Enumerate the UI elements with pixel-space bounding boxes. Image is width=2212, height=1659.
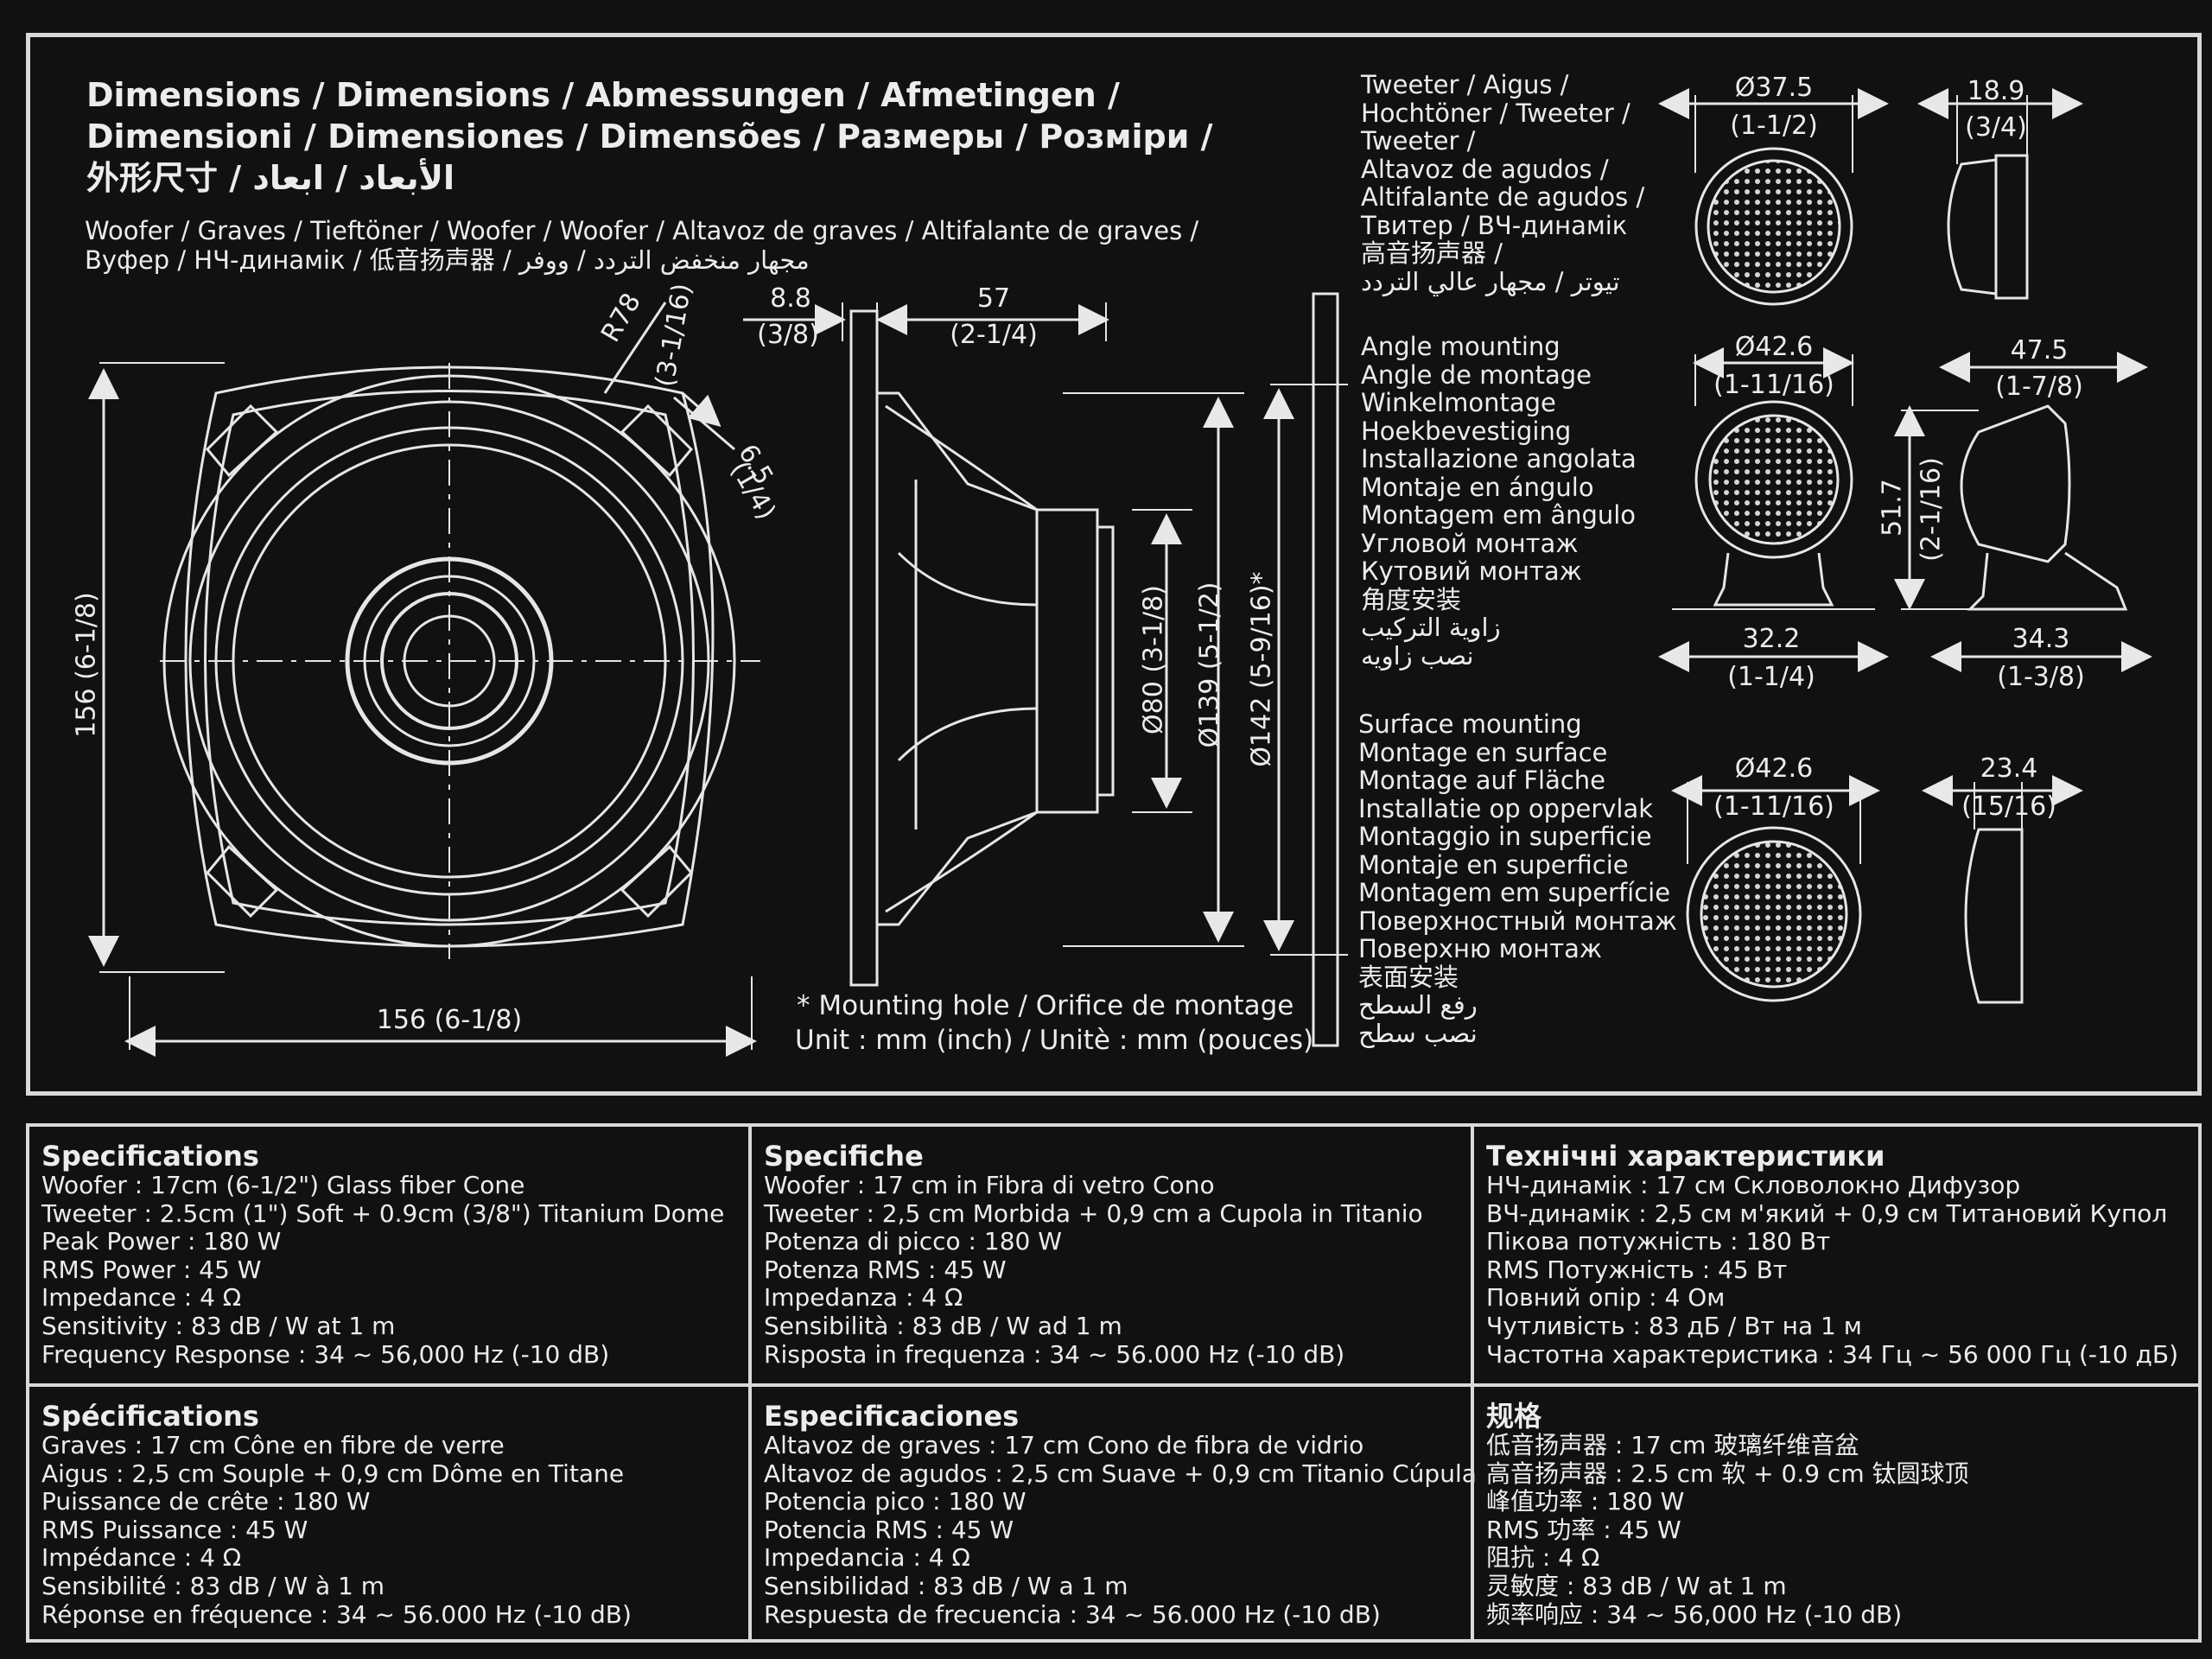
surface-diameter-inch-label: (1-11/16) [1713, 791, 1834, 822]
dimensions-heading-line3: 外形尺寸 / الأبعاد / ابعاد [86, 159, 455, 197]
angle-base-side-label: 34.3 [2012, 624, 2070, 654]
angle-base-front-label: 32.2 [1742, 624, 1801, 654]
angle-mount-side-view [1960, 404, 2071, 563]
angle-base-front-inch-label: (1-1/4) [1727, 662, 1815, 692]
angle-diameter-label: Ø42.6 [1734, 332, 1814, 362]
spec-title: 规格 [1486, 1400, 1542, 1433]
angle-width-label: 47.5 [2010, 335, 2069, 365]
woofer-technical-drawing [88, 292, 1348, 1057]
spec-cell-chinese: 规格 低音扬声器 : 17 cm 玻璃纤维音盆 高音扬声器 : 2.5 cm 软… [1471, 1383, 2202, 1643]
woofer-front-basket [184, 365, 715, 948]
unit-note: Unit : mm (inch) / Unitè : mm (pouces) [795, 1025, 1314, 1056]
woofer-side-view [743, 292, 1348, 1047]
tweeter-front-view [1694, 147, 1853, 306]
depth-88-inch-label: (3/8) [757, 320, 819, 350]
surface-depth-label: 23.4 [1980, 753, 2038, 784]
spec-cell-french: Spécifications Graves : 17 cm Cône en fi… [26, 1383, 752, 1643]
woofer-label-line1: Woofer / Graves / Tieftöner / Woofer / W… [85, 216, 1199, 245]
depth-57-inch-label: (2-1/4) [950, 320, 1038, 350]
surface-depth-inch-label: (15/16) [1961, 791, 2056, 822]
spec-title: Specifiche [764, 1140, 924, 1173]
surface-mount-labels: Surface mounting Montage en surface Mont… [1358, 709, 1677, 1048]
tweeter-labels: Tweeter / Aigus / Hochtöner / Tweeter / … [1361, 70, 1645, 296]
woofer-width-label: 156 (6-1/8) [376, 1005, 523, 1035]
angle-mount-front-view [1694, 400, 1853, 559]
angle-diameter-inch-label: (1-11/16) [1713, 370, 1834, 400]
tweeter-technical-drawings [1658, 88, 2152, 1004]
spec-cell-spanish: Especificaciones Altavoz de graves : 17 … [748, 1383, 1477, 1643]
spec-title: Технічні характеристики [1486, 1140, 1885, 1173]
depth-88-label: 8.8 [770, 283, 811, 314]
tweeter-depth-inch-label: (3/4) [1965, 112, 2027, 143]
spec-cell-ukrainian: Технічні характеристики НЧ-динамік : 17 … [1471, 1123, 2202, 1387]
dimensions-heading-line1: Dimensions / Dimensions / Abmessungen / … [86, 76, 1120, 114]
tweeter-depth-label: 18.9 [1967, 76, 2025, 106]
tweeter-diameter-inch-label: (1-1/2) [1730, 111, 1818, 141]
spec-cell-italian: Specifiche Woofer : 17 cm in Fibra di ve… [748, 1123, 1474, 1387]
depth-57-label: 57 [976, 283, 1011, 314]
spec-title: Especificaciones [764, 1400, 1020, 1433]
surface-mount-side-view [1964, 828, 2024, 1004]
dimensions-panel [26, 33, 2202, 1096]
angle-base-side-inch-label: (1-3/8) [1997, 662, 2085, 692]
specifications-grid: Specifications Woofer : 17cm (6-1/2") Gl… [26, 1123, 2202, 1659]
angle-mount-labels: Angle mounting Angle de montage Winkelmo… [1361, 332, 1637, 671]
angle-width-inch-label: (1-7/8) [1995, 372, 2083, 402]
mounting-hole-note: * Mounting hole / Orifice de montage [797, 990, 1294, 1021]
angle-height-inch-label: (2-1/16) [1916, 457, 1947, 562]
surface-diameter-label: Ø42.6 [1734, 753, 1814, 784]
angle-height-label: 51.7 [1877, 479, 1908, 537]
tweeter-diameter-label: Ø37.5 [1734, 73, 1814, 103]
spec-title: Spécifications [41, 1400, 259, 1433]
spec-cell-english: Specifications Woofer : 17cm (6-1/2") Gl… [26, 1123, 752, 1387]
woofer-label-line2: Вуфер / НЧ-динамік / 低音扬声器 / مجهار منخفض… [85, 245, 810, 275]
dimensions-heading-line2: Dimensioni / Dimensiones / Dimensões / Р… [86, 118, 1213, 156]
tweeter-side-view [1947, 158, 1998, 296]
surface-mount-front-view [1686, 826, 1862, 1002]
spec-title: Specifications [41, 1140, 259, 1173]
